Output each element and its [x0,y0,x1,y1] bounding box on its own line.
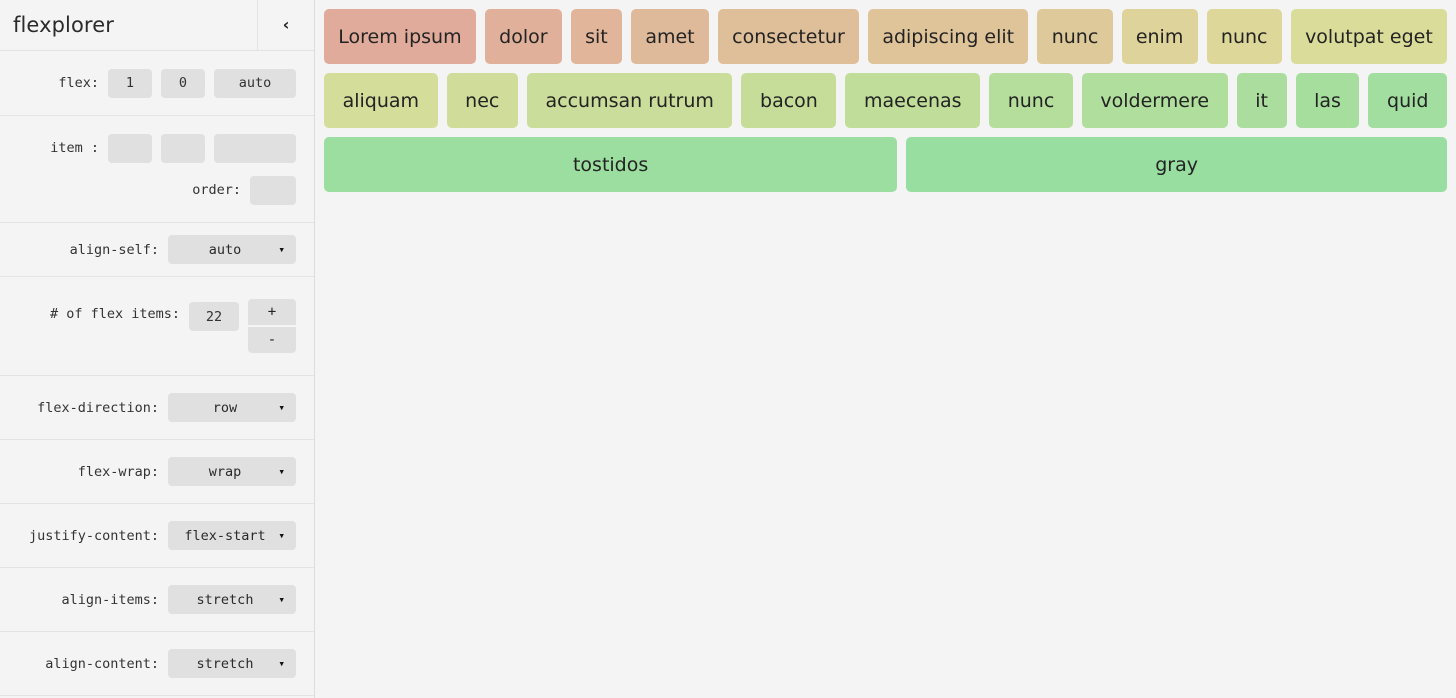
flex-item[interactable]: adipiscing elit [868,9,1029,64]
justify-content-label: justify-content: [28,527,159,544]
flex-item[interactable]: nunc [1037,9,1113,64]
item-row: item : order: [0,116,314,223]
align-content-label: align-content: [45,655,159,672]
chevron-left-icon: ‹ [282,15,290,34]
order-input[interactable] [250,175,296,205]
flex-wrap-label: flex-wrap: [77,463,159,480]
flex-grow-input[interactable]: 1 [108,68,152,98]
item-field-1[interactable] [108,133,152,163]
flex-label: flex: [58,75,99,91]
flex-item[interactable]: maecenas [845,73,981,128]
justify-content-select[interactable]: flex-start ▾ [168,521,296,550]
flex-direction-row: flex-direction: row ▾ [0,376,314,440]
flex-shorthand-row: flex: 1 0 auto [0,51,314,116]
collapse-sidebar-button[interactable]: ‹ [257,0,314,50]
flex-item[interactable]: it [1236,73,1287,128]
chevron-down-icon: ▾ [278,400,285,414]
flex-item[interactable]: dolor [484,9,562,64]
flex-item[interactable]: accumsan rutrum [526,73,733,128]
flex-item-count-stepper: + - [248,299,296,353]
align-items-row: align-items: stretch ▾ [0,568,314,632]
chevron-down-icon: ▾ [278,528,285,542]
flex-direction-value: row [212,399,238,416]
flex-basis-input[interactable]: auto [214,68,296,98]
flex-item[interactable]: sit [570,9,623,64]
align-items-value: stretch [196,591,254,608]
align-self-row: align-self: auto ▾ [0,223,314,277]
order-label: order: [192,182,241,198]
justify-content-row: justify-content: flex-start ▾ [0,504,314,568]
flex-item[interactable]: amet [631,9,709,64]
increment-button[interactable]: + [248,299,296,325]
flex-item[interactable]: voldermere [1081,73,1228,128]
flex-item-count-row: # of flex items: 22 + - [0,277,314,376]
flex-item[interactable]: consectetur [717,9,860,64]
align-items-select[interactable]: stretch ▾ [168,585,296,614]
flex-item[interactable]: nunc [1206,9,1282,64]
align-self-select[interactable]: auto ▾ [168,235,296,264]
align-content-value: stretch [196,655,254,672]
flex-item-count-input[interactable]: 22 [189,302,239,331]
flex-item[interactable]: bacon [741,73,837,128]
item-label: item : [50,140,99,156]
align-self-value: auto [208,241,242,258]
flex-item[interactable]: nunc [989,73,1073,128]
item-field-2[interactable] [161,133,205,163]
flex-item[interactable]: quid [1368,73,1448,128]
flex-wrap-select[interactable]: wrap ▾ [168,457,296,486]
align-content-select[interactable]: stretch ▾ [168,649,296,678]
decrement-button[interactable]: - [248,327,296,353]
sidebar-header: flexplorer ‹ [0,0,314,51]
flex-item[interactable]: Lorem ipsum [324,9,476,64]
flex-item-count-label: # of flex items: [49,306,180,322]
flex-direction-label: flex-direction: [37,399,159,416]
flex-item[interactable]: aliquam [324,73,438,128]
chevron-down-icon: ▾ [278,464,285,478]
flex-item[interactable]: tostidos [324,137,898,192]
flex-wrap-value: wrap [208,463,242,480]
flex-item[interactable]: enim [1121,9,1198,64]
flex-shrink-input[interactable]: 0 [161,68,205,98]
align-self-label: align-self: [69,241,159,258]
item-field-3[interactable] [214,133,296,163]
chevron-down-icon: ▾ [278,242,285,256]
align-content-row: align-content: stretch ▾ [0,632,314,696]
chevron-down-icon: ▾ [278,592,285,606]
page-title: flexplorer [13,13,114,37]
flex-item[interactable]: volutpat eget [1290,9,1448,64]
flex-wrap-row: flex-wrap: wrap ▾ [0,440,314,504]
flex-item[interactable]: las [1295,73,1360,128]
justify-content-value: flex-start [184,527,266,544]
flex-item[interactable]: nec [446,73,518,128]
chevron-down-icon: ▾ [278,656,285,670]
flex-direction-select[interactable]: row ▾ [168,393,296,422]
flex-item[interactable]: gray [906,137,1447,192]
align-items-label: align-items: [61,591,159,608]
controls-sidebar: flexplorer ‹ flex: 1 0 auto item : o [0,0,315,698]
